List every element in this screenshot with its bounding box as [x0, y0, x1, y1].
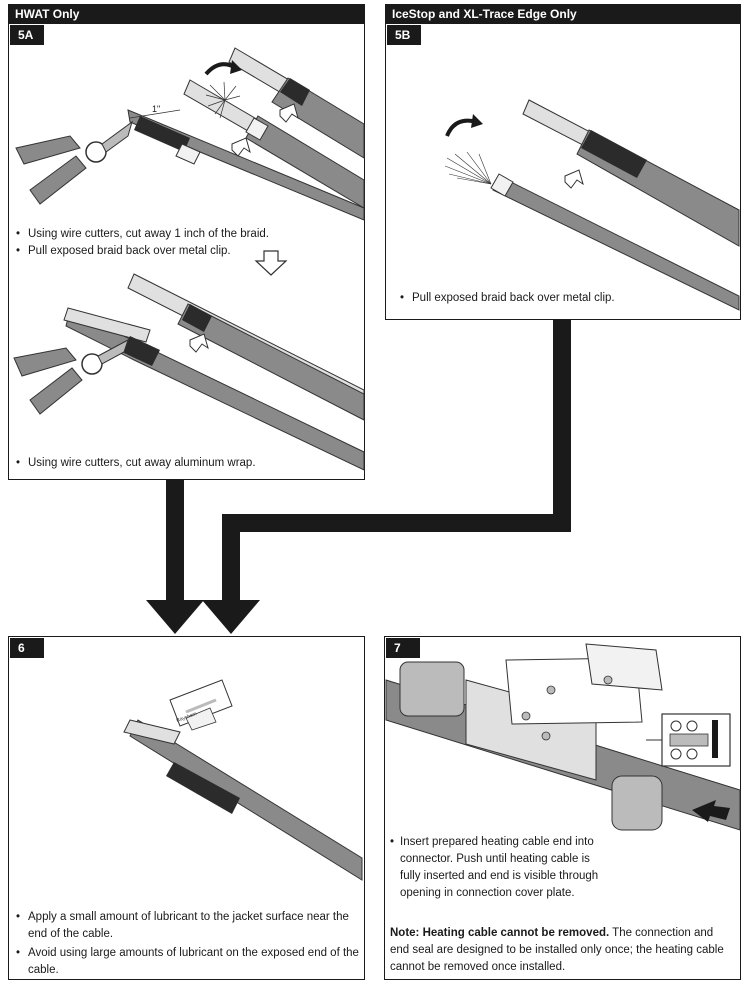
illustration-5a-top: 1" [15, 47, 365, 221]
note-bold: Note: Heating cable cannot be removed. [390, 927, 610, 939]
push-arrow-icon [231, 137, 251, 157]
flow-line-5b-horizontal [222, 514, 571, 532]
header-5a: HWAT Only [8, 4, 365, 24]
header-5b: IceStop and XL-Trace Edge Only [385, 4, 741, 24]
note-text: The connection and end seal are designed… [390, 927, 724, 973]
down-arrow-icon [146, 600, 204, 634]
bullets-5a-bottom: Using wire cutters, cut away aluminum wr… [14, 455, 334, 472]
lubricant-packet-icon: Raychem [169, 679, 233, 731]
step-badge-5a: 5A [10, 25, 44, 45]
bullets-6: Apply a small amount of lubricant to the… [14, 909, 359, 979]
cover-plate-detail [646, 713, 731, 767]
push-arrow-icon [279, 103, 299, 123]
bullet-item: Using wire cutters, cut away 1 inch of t… [14, 226, 314, 243]
bullets-5b: Pull exposed braid back over metal clip. [398, 290, 728, 307]
step-badge-7: 7 [386, 638, 420, 658]
illustration-6: Raychem [123, 679, 363, 881]
bullet-item: Using wire cutters, cut away aluminum wr… [14, 455, 334, 472]
flared-braid-icon [205, 81, 241, 119]
push-arrow-icon [189, 333, 209, 353]
cable-bottom [63, 273, 365, 471]
bullet-item: Pull exposed braid back over metal clip. [398, 290, 728, 307]
illustration-5a-bottom [13, 273, 365, 471]
bullets-5a-top: Using wire cutters, cut away 1 inch of t… [14, 226, 314, 260]
bullets-7: Insert prepared heating cable end into c… [390, 834, 610, 902]
wire-cutters-icon [13, 338, 129, 415]
bullet-item: Apply a small amount of lubricant to the… [14, 909, 359, 943]
wire-cutters-icon [15, 120, 133, 205]
cable-front: 1" [127, 104, 365, 221]
insert-arrow-icon [692, 800, 730, 822]
cable-middle [183, 60, 365, 209]
flow-line-5b-vertical [553, 320, 571, 532]
flow-line-5a-6 [166, 480, 184, 602]
connector-housing [385, 643, 741, 831]
note-7: Note: Heating cable cannot be removed. T… [390, 925, 730, 976]
down-arrow-icon [202, 600, 260, 634]
down-arrow-icon [254, 250, 288, 276]
push-arrow-icon [564, 169, 584, 189]
cable-back [228, 47, 365, 159]
flow-line-5b-down [222, 514, 240, 602]
bullet-item: Avoid using large amounts of lubricant o… [14, 945, 359, 979]
illustration-7 [385, 643, 741, 831]
bullet-item: Insert prepared heating cable end into c… [390, 834, 610, 902]
cable-front-5b [444, 151, 740, 311]
measure-label: 1" [152, 104, 160, 114]
cable-6 [123, 719, 363, 881]
step-badge-6: 6 [10, 638, 44, 658]
flared-braid-icon [444, 151, 492, 185]
illustration-5b [444, 99, 740, 311]
bullet-item: Pull exposed braid back over metal clip. [14, 243, 314, 260]
step-badge-5b: 5B [387, 25, 421, 45]
cable-back-5b [522, 99, 740, 247]
